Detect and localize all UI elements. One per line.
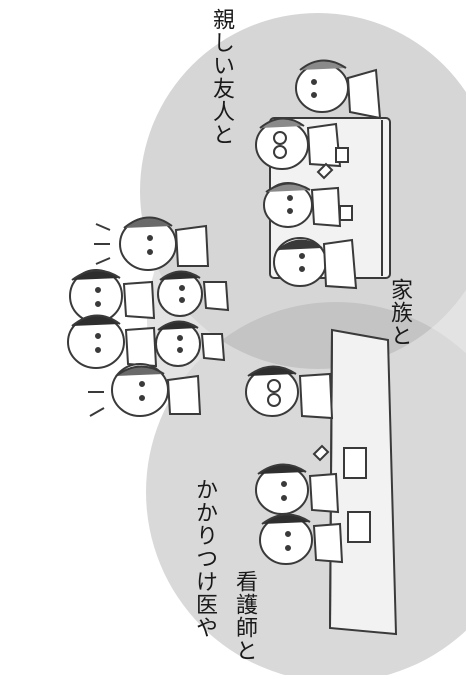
friend-person-4 (273, 237, 358, 290)
medical-person-3 (259, 513, 344, 565)
medical-person-2 (255, 444, 340, 515)
family-group (67, 216, 230, 417)
friend-person-2 (255, 117, 342, 170)
family-person-3 (157, 270, 230, 317)
label-family-doctor: かかりつけ医や (192, 478, 217, 639)
family-person-1 (94, 216, 210, 271)
medical-group (245, 328, 398, 636)
friends-group (255, 59, 391, 290)
medical-person-1 (245, 365, 334, 420)
label-friends: 親しい友人と (209, 8, 234, 146)
family-person-2 (69, 269, 156, 323)
label-nurse: 看護師と (232, 570, 257, 662)
friend-person-3 (263, 162, 342, 228)
friend-person-1 (295, 59, 382, 120)
label-family: 家族と (387, 278, 412, 347)
family-person-5 (155, 320, 226, 367)
family-person-6 (88, 363, 202, 417)
family-person-4 (67, 314, 158, 369)
